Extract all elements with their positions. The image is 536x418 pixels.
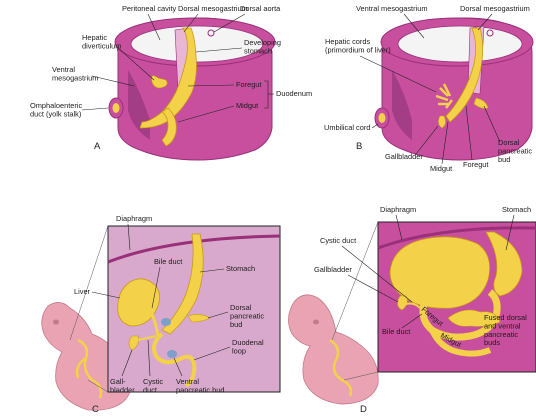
panel-c: Diaphragm Bile duct Stomach Liver Dorsal… bbox=[42, 214, 280, 415]
c-panel-letter: C bbox=[92, 404, 99, 415]
a-label-duodenum: Duodenum bbox=[276, 89, 312, 98]
b-cavity bbox=[398, 26, 522, 62]
d-label-stomach: Stomach bbox=[502, 205, 531, 214]
d-label-diaphragm: Diaphragm bbox=[380, 205, 416, 214]
c-label-bile-duct: Bile duct bbox=[154, 257, 182, 266]
d-embryo-eye bbox=[313, 320, 319, 325]
panel-d: Diaphragm Stomach Cystic duct Gallbladde… bbox=[288, 205, 536, 415]
b-label-ventral-mesogastrium: Ventral mesogastrium bbox=[356, 4, 427, 13]
b-label-gallbladder: Gallbladder bbox=[385, 152, 423, 161]
b-label-midgut: Midgut bbox=[430, 164, 452, 173]
panel-b: Ventral mesogastrium Dorsal mesogastrium… bbox=[324, 4, 533, 173]
c-label-liver: Liver bbox=[74, 287, 91, 296]
d-label-bile-duct: Bile duct bbox=[382, 327, 410, 336]
d-embryo bbox=[288, 295, 378, 404]
a-dorsal-aorta bbox=[208, 30, 214, 36]
c-blue-bud-upper bbox=[161, 318, 171, 326]
panel-a: Peritoneal cavity Dorsal mesogastrium Do… bbox=[30, 4, 312, 160]
c-ventral-pancreatic-bud bbox=[167, 350, 177, 358]
d-panel-letter: D bbox=[360, 404, 367, 415]
c-label-diaphragm: Diaphragm bbox=[116, 214, 152, 223]
a-duct-lumen bbox=[113, 103, 120, 113]
a-panel-letter: A bbox=[94, 141, 101, 152]
b-cord-lumen bbox=[379, 113, 386, 123]
a-label-dorsal-aorta: Dorsal aorta bbox=[240, 4, 281, 13]
c-label-stomach: Stomach bbox=[226, 264, 255, 273]
a-label-foregut: Foregut bbox=[236, 80, 261, 89]
b-label-umbilical-cord: Umbilical cord bbox=[324, 123, 370, 132]
b-label-foregut: Foregut bbox=[463, 160, 488, 169]
d-label-cystic-duct: Cystic duct bbox=[320, 236, 356, 245]
d-label-gallbladder: Gallbladder bbox=[314, 265, 352, 274]
b-label-dorsal-mesogastrium: Dorsal mesogastrium bbox=[460, 4, 530, 13]
a-label-midgut: Midgut bbox=[236, 101, 258, 110]
a-label-peritoneal-cavity: Peritoneal cavity bbox=[122, 4, 177, 13]
b-dorsal-aorta bbox=[487, 30, 493, 36]
a-label-dorsal-mesogastrium: Dorsal mesogastrium bbox=[178, 4, 248, 13]
b-panel-letter: B bbox=[356, 141, 362, 152]
c-embryo-eye bbox=[53, 320, 59, 325]
